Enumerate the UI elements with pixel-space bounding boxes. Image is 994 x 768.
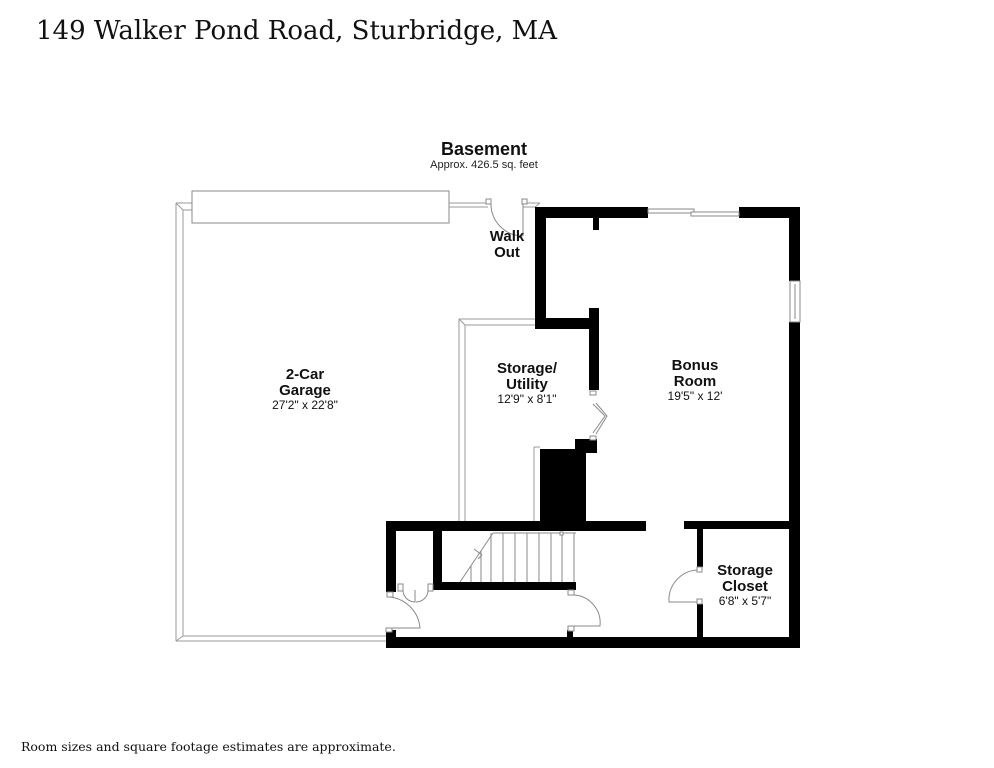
room-storage-utility: Storage/ Utility 12'9" x 8'1" [472,361,582,406]
room-dims: 12'9" x 8'1" [497,392,557,406]
floor-name: Basement [440,139,528,159]
closet-door [668,566,703,605]
room-bonus: Bonus Room 19'5" x 12' [640,358,750,403]
room-garage: 2-Car Garage 27'2" x 22'8" [250,367,360,412]
thick-walls [386,207,800,648]
walk-out-line2: Out [494,244,520,261]
walk-out-label: Walk Out [478,229,536,261]
room-name-line1: Bonus [671,357,719,374]
sliding-door [647,208,740,217]
walk-out-line1: Walk [489,228,525,245]
room-storage-closet: Storage Closet 6'8" x 5'7" [700,563,790,608]
room-dims: 27'2" x 22'8" [272,398,338,412]
room-name-line2: Room [673,373,717,390]
stairs [442,531,576,583]
utility-thin-wall [458,318,540,522]
room-name-line2: Garage [279,382,331,399]
room-name-line2: Closet [722,578,768,595]
disclaimer: Room sizes and square footage estimates … [21,739,396,754]
entry-door-left [385,591,421,633]
entry-door-right [567,589,601,632]
room-dims: 6'8" x 5'7" [718,594,772,608]
garage-door [191,190,450,224]
room-name-line2: Utility [506,376,548,393]
room-dims: 19'5" x 12' [667,389,723,403]
floor-area: Approx. 426.5 sq. feet [430,159,538,171]
garage-walls [175,202,541,642]
bifold-door [589,390,608,441]
page-title: 149 Walker Pond Road, Sturbridge, MA [36,16,558,46]
walk-out-door [485,198,528,237]
room-name-line1: 2-Car [285,366,325,383]
window-right [789,280,801,323]
room-name-line1: Storage/ [496,360,557,377]
double-door [397,583,434,603]
room-name-line1: Storage [717,562,773,579]
